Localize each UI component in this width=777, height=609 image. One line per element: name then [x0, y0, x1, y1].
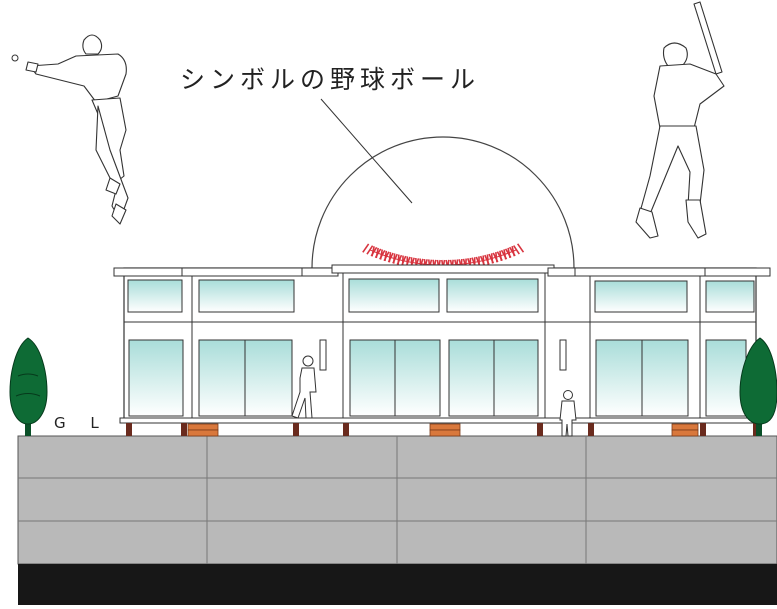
- ground-level-label: G L: [54, 414, 109, 432]
- person-walking-icon: [291, 355, 317, 419]
- person-standing-icon: [559, 390, 577, 437]
- stitch-mark: [511, 246, 516, 257]
- stitch-mark: [490, 253, 494, 264]
- symbol-baseball-label: シンボルの野球ボール: [180, 65, 481, 94]
- deck: [119, 417, 761, 424]
- wall-light: [559, 339, 567, 371]
- wall-light: [319, 339, 327, 371]
- leader-line: [320, 98, 413, 204]
- roof-left: [113, 267, 339, 277]
- stitch-mark: [387, 252, 394, 263]
- entry-steps: [187, 423, 699, 437]
- stitch-mark: [486, 254, 489, 265]
- stitch-mark: [503, 249, 507, 260]
- baseball-player-throwing-icon: [25, 34, 129, 225]
- stitch-mark: [366, 245, 374, 255]
- foundation-wall: [17, 435, 777, 565]
- stitch-mark: [383, 251, 390, 262]
- stitch-mark: [370, 246, 378, 257]
- lower-windows: [128, 339, 747, 417]
- stitch-mark: [507, 247, 511, 259]
- stitch-mark: [516, 243, 525, 253]
- stitch-mark: [512, 245, 520, 255]
- stitch-mark: [362, 243, 370, 253]
- stitch-mark: [499, 250, 503, 261]
- upper-windows: [127, 278, 755, 313]
- stitch-mark: [379, 249, 386, 260]
- tree-icon: [739, 337, 777, 436]
- roof-right: [547, 267, 771, 277]
- stitch-mark: [401, 255, 407, 266]
- baseball-player-batting-icon: [635, 1, 725, 239]
- ball-icon: [11, 54, 19, 62]
- roof-center: [331, 264, 555, 274]
- building: [113, 264, 771, 437]
- stitch-mark: [374, 248, 382, 259]
- tree-icon: [9, 337, 48, 436]
- stitch-mark: [396, 254, 403, 265]
- footing: [18, 564, 777, 605]
- baseball-dome: [311, 136, 575, 271]
- stitch-mark: [495, 252, 498, 263]
- stitch-mark: [392, 253, 398, 264]
